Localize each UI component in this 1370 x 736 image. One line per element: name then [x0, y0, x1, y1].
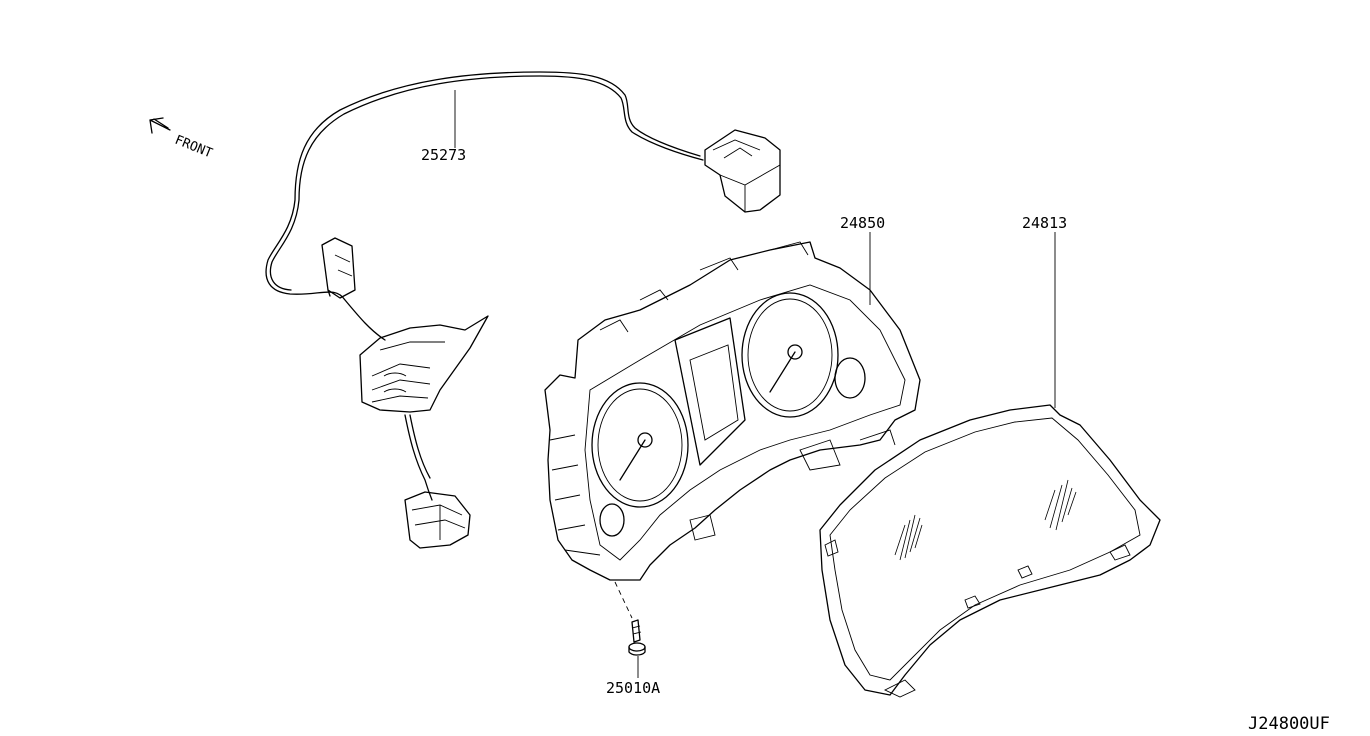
- part-label-25010A: 25010A: [606, 679, 660, 697]
- diagram-code: J24800UF: [1248, 714, 1330, 734]
- part-label-24850: 24850: [840, 214, 885, 232]
- front-label: FRONT: [173, 133, 215, 162]
- screw: [614, 581, 646, 656]
- meter-cover: [819, 404, 1161, 698]
- part-label-25273: 25273: [421, 146, 466, 164]
- front-arrow-icon: [149, 117, 171, 134]
- left-gauge: [591, 382, 689, 508]
- dashed-leader: [614, 581, 633, 619]
- part-label-24813: 24813: [1022, 214, 1067, 232]
- combination-meter: [544, 241, 921, 581]
- harness-assembly: [265, 71, 781, 549]
- right-gauge: [741, 292, 839, 418]
